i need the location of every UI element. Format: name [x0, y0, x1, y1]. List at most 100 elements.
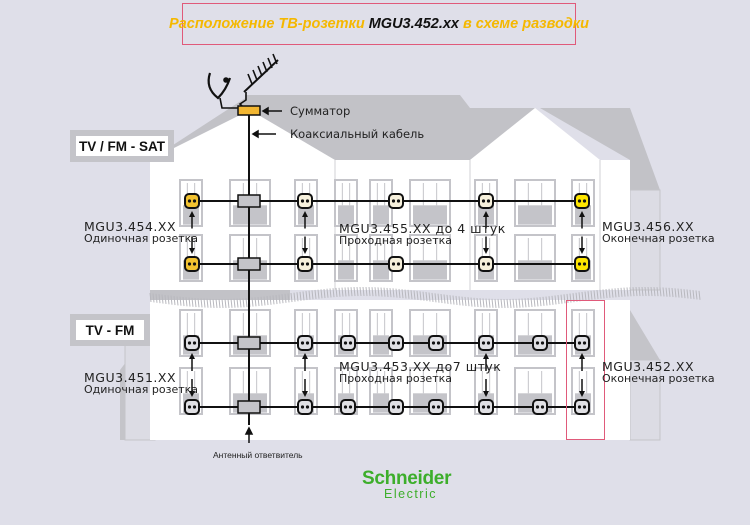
socket-pin	[486, 405, 491, 409]
socket-pin	[187, 405, 192, 409]
socket-pin	[305, 341, 310, 345]
break-hatch	[179, 296, 182, 306]
antenna-splitter-label: Антенный ответвитель	[213, 450, 303, 460]
break-hatch	[284, 293, 287, 303]
break-hatch	[503, 298, 506, 309]
break-hatch	[437, 293, 440, 303]
socket-pin	[486, 199, 491, 203]
break-hatch	[305, 291, 308, 301]
break-hatch	[344, 287, 347, 297]
socket-pin	[187, 341, 192, 345]
summator-label: Сумматор	[290, 104, 351, 118]
socket-pin	[540, 341, 545, 345]
socket-pin	[348, 405, 353, 409]
break-hatch	[227, 298, 230, 308]
break-hatch	[500, 298, 503, 309]
break-hatch	[407, 289, 410, 299]
break-hatch	[461, 296, 464, 306]
break-hatch	[176, 296, 179, 306]
socket-pin	[481, 262, 486, 266]
break-hatch	[440, 294, 443, 304]
break-hatch	[431, 292, 434, 302]
antenna-icon	[207, 53, 279, 113]
break-hatch	[587, 291, 590, 301]
break-hatch	[308, 290, 311, 300]
break-hatch	[470, 297, 473, 307]
break-hatch	[611, 288, 614, 298]
break-hatch	[536, 297, 539, 307]
break-hatch	[686, 289, 689, 299]
label-sat-end-socket: MGU3.456.XX Оконечная розетка	[602, 219, 715, 246]
tv-socket-icon	[340, 399, 356, 415]
window-sill	[373, 205, 389, 225]
break-hatch	[335, 287, 338, 298]
break-hatch	[251, 297, 254, 307]
schneider-electric-logo: Schneider Electric	[362, 468, 452, 501]
break-hatch	[152, 293, 155, 303]
break-hatch	[377, 287, 380, 297]
break-hatch	[464, 296, 467, 306]
break-hatch	[554, 295, 557, 305]
tv-socket-icon	[478, 399, 494, 415]
break-hatch	[323, 288, 326, 299]
break-hatch	[149, 292, 152, 303]
break-hatch	[425, 292, 428, 302]
break-hatch	[257, 296, 260, 307]
socket-pin	[396, 199, 401, 203]
break-hatch	[266, 296, 269, 306]
break-hatch	[353, 287, 356, 297]
socket-pin	[486, 341, 491, 345]
title-model-code: MGU3.452.xx	[368, 16, 459, 32]
break-hatch	[236, 298, 239, 308]
socket-pin	[300, 405, 305, 409]
break-hatch	[359, 286, 362, 297]
break-hatch	[458, 296, 461, 306]
break-hatch	[533, 297, 536, 307]
zone-label-tv-fm: TV - FM	[70, 314, 150, 346]
antenna-splitter-icon	[237, 400, 261, 414]
break-hatch	[311, 290, 314, 300]
break-hatch	[473, 297, 476, 307]
socket-pin	[396, 262, 401, 266]
break-hatch	[395, 288, 398, 298]
break-hatch	[380, 287, 383, 297]
break-hatch	[641, 286, 644, 297]
title-part-3: в схеме разводки	[463, 16, 589, 32]
window-sill	[413, 260, 447, 280]
break-hatch	[671, 288, 674, 298]
socket-pin	[391, 405, 396, 409]
break-hatch	[218, 298, 221, 309]
break-hatch	[497, 298, 500, 309]
break-hatch	[566, 293, 569, 303]
break-hatch	[239, 298, 242, 308]
break-hatch	[515, 298, 518, 308]
break-hatch	[386, 287, 389, 297]
tv-socket-icon	[297, 399, 313, 415]
break-hatch	[230, 298, 233, 308]
socket-pin	[481, 199, 486, 203]
socket-pin	[535, 341, 540, 345]
arrow-head	[189, 248, 195, 254]
window-sill	[373, 335, 389, 355]
break-hatch	[410, 290, 413, 300]
socket-pin	[396, 341, 401, 345]
break-hatch	[542, 296, 545, 306]
break-hatch	[569, 293, 572, 303]
break-hatch	[668, 287, 671, 297]
tv-socket-icon	[184, 335, 200, 351]
break-hatch	[383, 287, 386, 297]
socket-pin	[540, 405, 545, 409]
break-hatch	[602, 289, 605, 299]
break-hatch	[512, 298, 515, 308]
socket-pin	[582, 199, 587, 203]
break-hatch	[467, 297, 470, 307]
tv-socket-icon	[428, 399, 444, 415]
break-hatch	[368, 287, 371, 297]
break-hatch	[581, 291, 584, 302]
socket-pin	[300, 199, 305, 203]
break-hatch	[302, 291, 305, 301]
socket-pin	[391, 341, 396, 345]
socket-pin	[431, 405, 436, 409]
break-hatch	[659, 287, 662, 297]
break-hatch	[161, 294, 164, 304]
